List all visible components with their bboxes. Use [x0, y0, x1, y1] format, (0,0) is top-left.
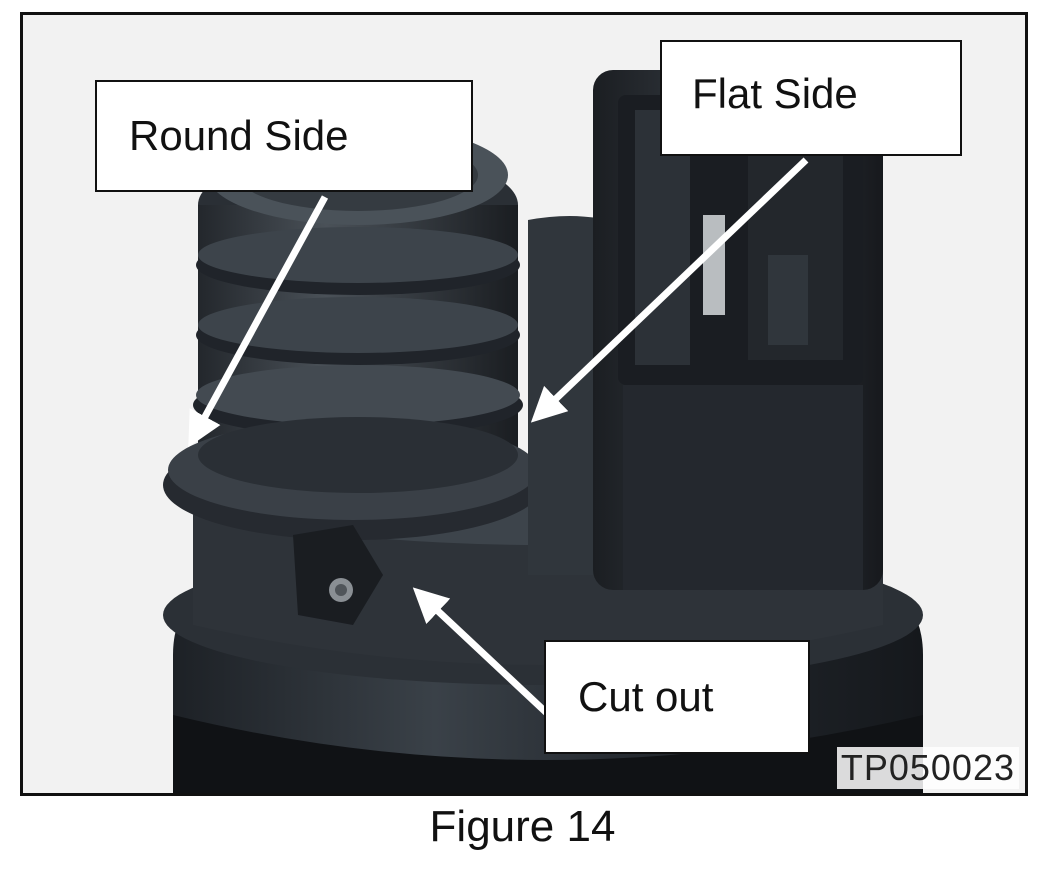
arrow-cut-out — [412, 587, 554, 720]
photo-id: TP050023 — [836, 747, 1019, 789]
callout-flat-side: Flat Side — [660, 40, 962, 156]
figure-caption: Figure 14 — [429, 802, 616, 851]
arrow-round-side — [188, 195, 329, 448]
arrow-flat-side — [530, 157, 809, 423]
callout-round-side: Round Side — [95, 80, 473, 192]
callout-cut-out: Cut out — [544, 640, 810, 754]
